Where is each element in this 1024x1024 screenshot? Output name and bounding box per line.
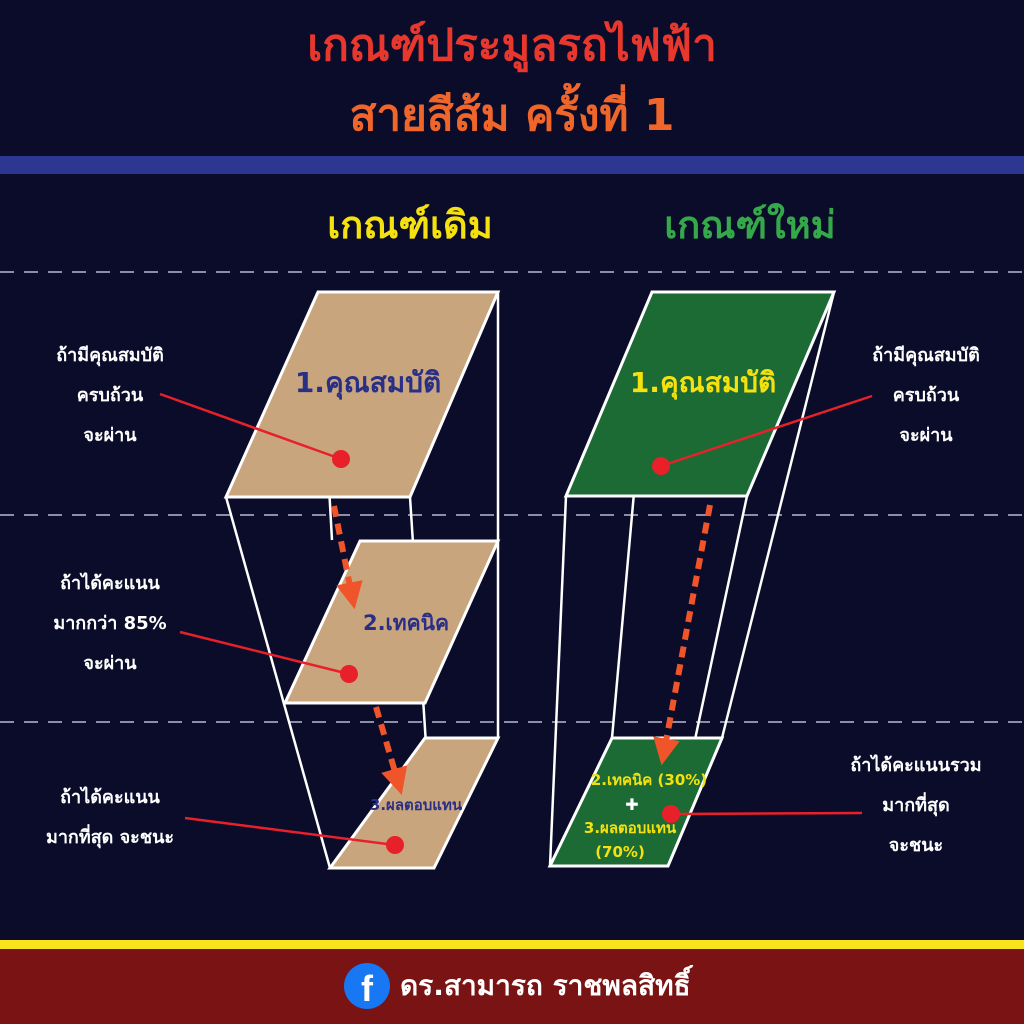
note-line: มากที่สุด จะชนะ [45,827,175,848]
note-line: ถ้ามีคุณสมบัติ [872,345,980,366]
flow-arrow [373,706,408,795]
author-name: ดร.สามารถ ราชพลสิทธิ์ [400,969,691,1002]
plus-icon: ✚ [625,795,638,814]
stack-edge [224,496,332,869]
new-layer-2-return-label: 3.ผลตอบแทน [584,819,677,837]
note-line: ครบถ้วน [76,385,144,406]
old-qualification-note: ถ้ามีคุณสมบัติ ครบถ้วน จะผ่าน [0,336,220,456]
pointer-line [159,392,342,461]
annotation-pointers [159,392,873,854]
facebook-icon: f [344,963,390,1009]
old-criteria-heading: เกณฑ์เดิม [327,203,493,247]
flow-arrow [653,504,713,766]
new-criteria-stack: 1.คุณสมบัติ 2.เทคนิค (30%) ✚ 3.ผลตอบแทน … [547,290,837,868]
old-layer-return [327,736,501,870]
old-layer-1-label: 1.คุณสมบัติ [295,366,441,400]
note-line: จะผ่าน [899,425,953,446]
note-line: ถ้าได้คะแนน [60,787,160,808]
old-layer-3-label: 3.ผลตอบแทน [370,796,463,814]
note-line: มากกว่า 85% [53,613,167,634]
old-criteria-stack: 1.คุณสมบัติ 2.เทคนิค 3.ผลตอบแทน [223,290,501,870]
pointer-line [670,811,863,816]
note-line: จะผ่าน [83,653,137,674]
note-line: ถ้าได้คะแนนรวม [850,755,982,776]
pointer-dot [662,805,680,823]
pointer-dot [332,450,350,468]
pointer-dot [340,665,358,683]
pointer-line [184,816,396,847]
title-line-1: เกณฑ์ประมูลรถไฟฟ้า [307,20,717,71]
new-layer-2-technical-label: 2.เทคนิค (30%) [591,771,707,789]
new-criteria-heading: เกณฑ์ใหม่ [664,203,836,247]
new-qualification-note: ถ้ามีคุณสมบัติ ครบถ้วน จะผ่าน [816,336,1024,456]
note-line: ถ้ามีคุณสมบัติ [56,345,164,366]
footer-bar [0,949,1024,1024]
note-line: ถ้าได้คะแนน [60,573,160,594]
old-return-note: ถ้าได้คะแนน มากที่สุด จะชนะ [0,778,220,858]
header-divider-band [0,156,1024,174]
note-line: จะชนะ [888,835,944,856]
note-line: มากที่สุด [882,795,950,816]
new-combined-score-note: ถ้าได้คะแนนรวม มากที่สุด จะชนะ [806,746,1024,866]
pointer-line [179,630,350,676]
new-layer-2-percent-label: (70%) [595,843,645,861]
new-layer-combined-score [547,736,725,868]
old-layer-technical [282,539,501,705]
new-layer-1-label: 1.คุณสมบัติ [630,366,776,400]
stack-edge [548,495,568,867]
footer-yellow-stripe [0,940,1024,949]
pointer-dot [386,836,404,854]
title-line-2: สายสีส้ม ครั้งที่ 1 [349,90,675,141]
note-line: ครบถ้วน [892,385,960,406]
pointer-dot [652,457,670,475]
new-layer-qualification [563,290,837,498]
flow-arrow [331,505,363,610]
old-layer-2-label: 2.เทคนิค [363,611,449,635]
note-line: จะผ่าน [83,425,137,446]
old-technical-note: ถ้าได้คะแนน มากกว่า 85% จะผ่าน [0,564,220,684]
pointer-line [660,394,873,468]
stack-edge [720,291,836,739]
